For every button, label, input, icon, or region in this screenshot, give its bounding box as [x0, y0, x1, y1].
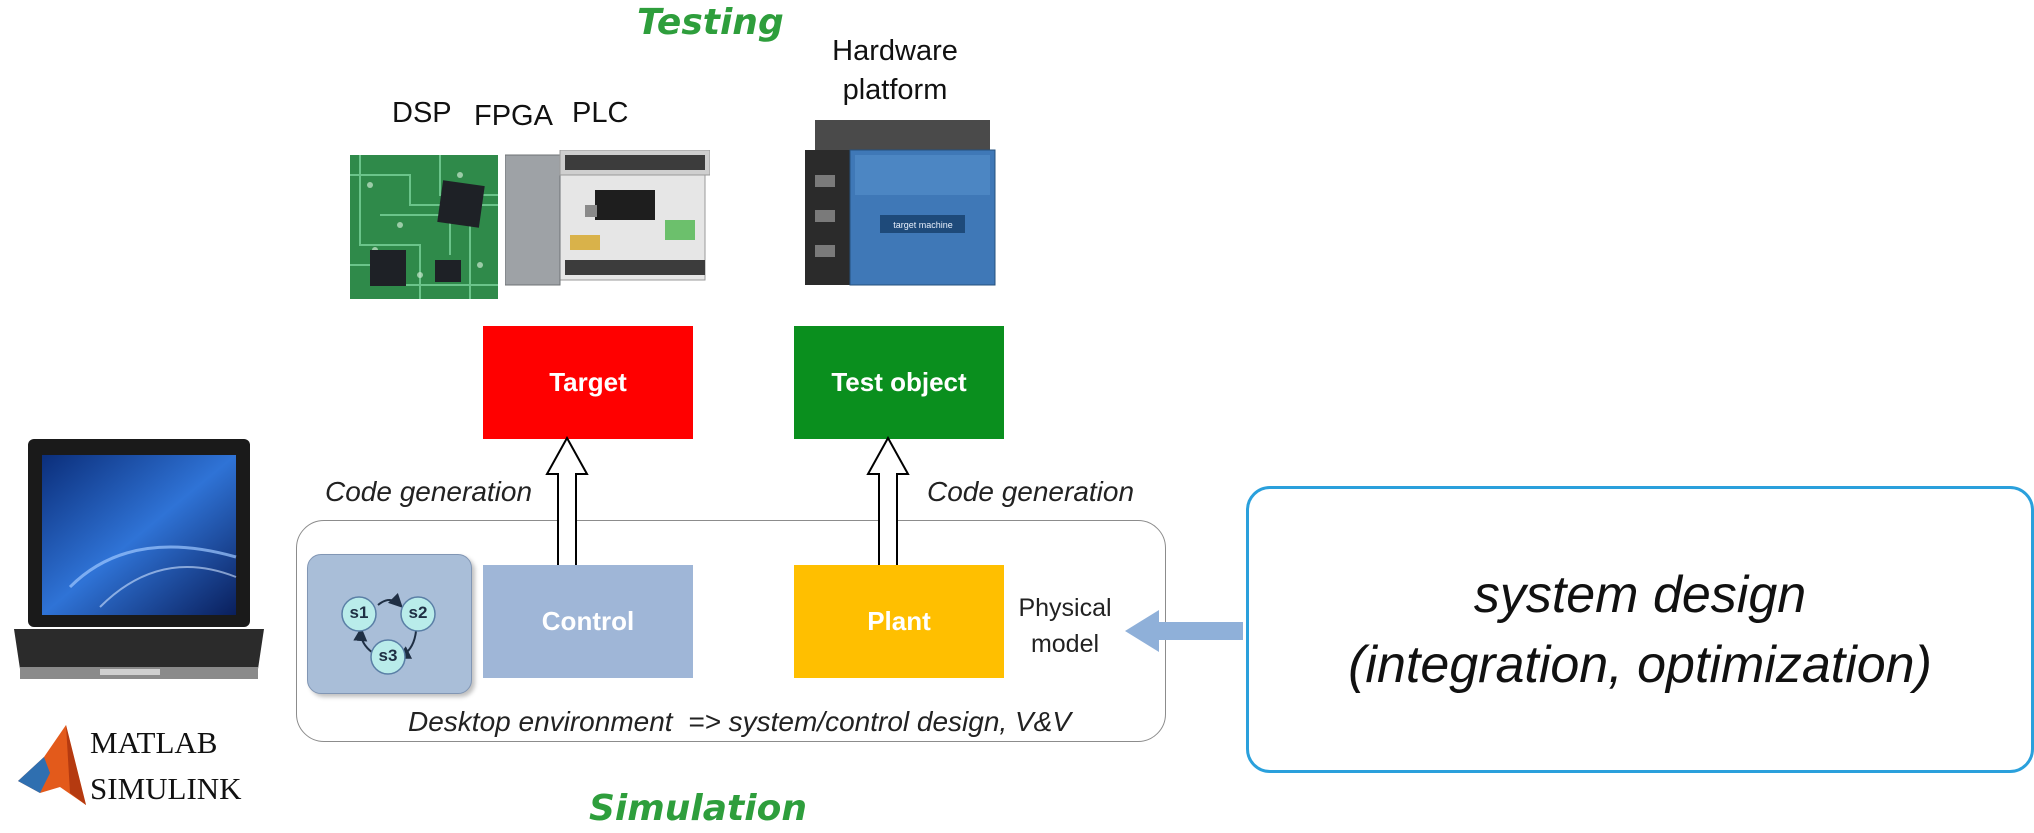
test-object-box: Test object	[794, 326, 1004, 439]
testing-heading: Testing	[637, 2, 784, 43]
matlab-logo-icon	[18, 725, 86, 805]
plant-box: Plant	[794, 565, 1004, 678]
system-design-line2: (integration, optimization)	[1348, 635, 1932, 694]
statechart-panel: s1 s2 s3	[307, 554, 472, 694]
physical-model-line1: Physical	[1018, 594, 1112, 622]
laptop-image	[14, 439, 264, 679]
dsp-label: DSP	[392, 97, 452, 129]
hardware-platform-image: target machine	[805, 120, 996, 286]
code-generation-label-right: Code generation	[927, 476, 1135, 507]
state-s2: s2	[408, 603, 428, 622]
system-design-line1: system design	[1473, 565, 1807, 624]
matlab-wordmark: MATLAB	[90, 725, 218, 760]
system-design-box: system design (integration, optimization…	[1246, 486, 2034, 773]
plc-image	[505, 150, 710, 286]
hardware-platform-label: Hardware platform	[820, 32, 970, 110]
code-generation-arrow-right	[866, 436, 910, 567]
svg-text:target machine: target machine	[893, 220, 953, 230]
code-generation-arrow-left	[545, 436, 589, 567]
hardware-platform-line1: Hardware	[832, 35, 958, 67]
simulink-wordmark: SIMULINK	[90, 771, 242, 806]
plc-label: PLC	[572, 97, 629, 129]
matlab-simulink-wordmark: MATLAB SIMULINK	[90, 720, 242, 812]
fpga-label: FPGA	[474, 100, 553, 132]
simulation-heading: Simulation	[589, 788, 807, 829]
desktop-environment-caption: Desktop environment => system/control de…	[408, 706, 1071, 737]
hardware-platform-line2: platform	[842, 74, 948, 106]
target-box: Target	[483, 326, 693, 439]
state-s3: s3	[378, 646, 398, 665]
state-s1: s1	[349, 603, 369, 622]
circuit-board-image	[350, 155, 498, 299]
system-design-feed-arrow	[1125, 610, 1243, 652]
control-box: Control	[483, 565, 693, 678]
physical-model-line2: model	[1030, 630, 1100, 658]
code-generation-label-left: Code generation	[325, 476, 533, 507]
physical-model-label: Physical model	[1010, 590, 1120, 662]
statechart-diagram	[341, 592, 436, 675]
